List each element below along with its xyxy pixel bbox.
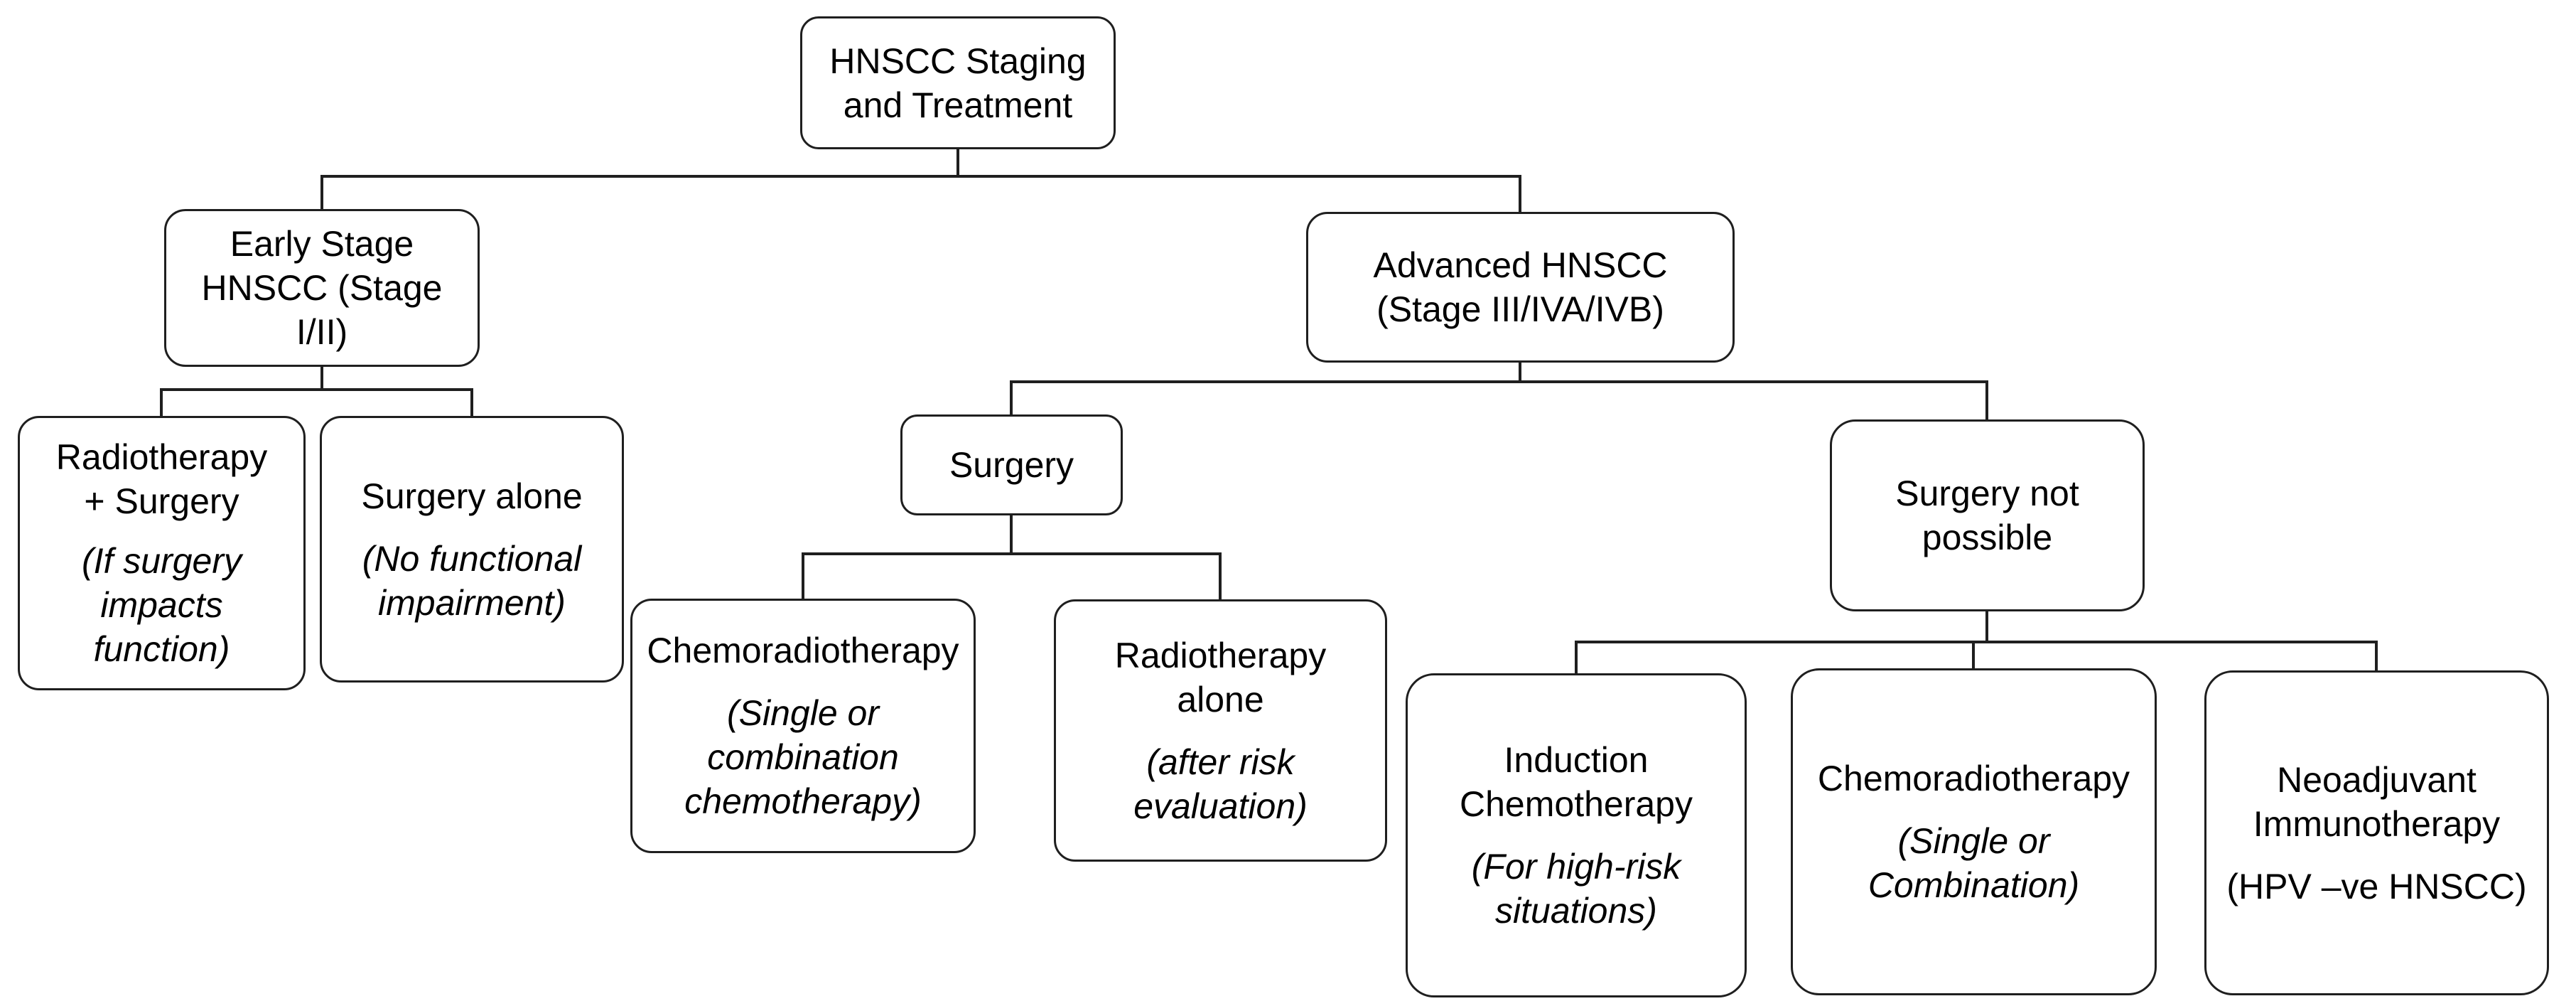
node-title: Advanced HNSCC (Stage III/IVA/IVB): [1373, 245, 1668, 329]
edge-drop-early-stage: [320, 175, 323, 212]
node-surgery: Surgery: [900, 414, 1123, 515]
node-title: Radiotherapy alone: [1114, 635, 1327, 719]
edge-surgery-not-possible-stem: [1985, 609, 1988, 643]
edge-root-bus: [320, 175, 1521, 178]
node-title: Induction Chemotherapy: [1460, 740, 1693, 824]
node-surgery-alone: Surgery alone (No functional impairment): [320, 416, 624, 683]
edge-root-stem: [956, 148, 959, 176]
node-title: Surgery not possible: [1895, 473, 2079, 557]
edge-drop-induction-chemotherapy: [1575, 641, 1578, 676]
node-note: (HPV –ve HNSCC): [2226, 866, 2527, 906]
node-chemoradiotherapy-post-surgery: Chemoradiotherapy (Single or combination…: [630, 599, 976, 853]
node-title: Surgery alone: [361, 476, 583, 516]
node-radiotherapy-alone: Radiotherapy alone (after risk evaluatio…: [1054, 599, 1387, 862]
node-title: Early Stage HNSCC (Stage I/II): [201, 224, 443, 352]
node-title: Chemoradiotherapy: [1817, 759, 2130, 798]
edge-drop-chemoradiotherapy-post-surgery: [802, 552, 804, 601]
edge-drop-radiotherapy-alone: [1219, 552, 1222, 602]
node-note: (Single or combination chemotherapy): [684, 693, 922, 821]
node-note: (If surgery impacts function): [81, 541, 242, 669]
node-title: Chemoradiotherapy: [647, 631, 959, 670]
edge-advanced-bus: [1010, 380, 1988, 383]
node-title: Surgery: [949, 445, 1074, 485]
node-title: Neoadjuvant Immunotherapy: [2253, 759, 2501, 844]
edge-surgery-stem: [1010, 513, 1013, 555]
node-note: (Single or Combination): [1868, 821, 2080, 905]
node-title: Radiotherapy + Surgery: [55, 437, 268, 521]
edge-drop-surgery: [1010, 380, 1013, 417]
node-neoadjuvant-immunotherapy: Neoadjuvant Immunotherapy (HPV –ve HNSCC…: [2204, 670, 2549, 995]
edge-drop-radiotherapy-surgery: [160, 388, 163, 419]
node-note: (For high-risk situations): [1471, 847, 1681, 931]
edge-early-bus: [160, 388, 473, 391]
node-hnscc-staging-and-treatment: HNSCC Staging and Treatment: [800, 16, 1116, 149]
node-title: HNSCC Staging and Treatment: [829, 41, 1087, 125]
node-note: (after risk evaluation): [1133, 742, 1308, 826]
node-radiotherapy-plus-surgery: Radiotherapy + Surgery (If surgery impac…: [18, 416, 306, 690]
node-note: (No functional impairment): [362, 538, 582, 623]
edge-drop-advanced: [1519, 175, 1521, 215]
edge-advanced-stem: [1519, 360, 1521, 383]
edge-drop-surgery-alone: [470, 388, 473, 419]
node-advanced-hnscc: Advanced HNSCC (Stage III/IVA/IVB): [1306, 212, 1735, 363]
edge-surgery-bus: [802, 552, 1222, 555]
edge-surgery-not-possible-bus: [1575, 641, 2378, 643]
node-chemoradiotherapy-unresectable: Chemoradiotherapy (Single or Combination…: [1791, 668, 2157, 995]
node-early-stage-hnscc: Early Stage HNSCC (Stage I/II): [164, 209, 480, 367]
edge-drop-chemoradiotherapy-unresectable: [1972, 641, 1975, 671]
edge-early-stem: [320, 364, 323, 391]
edge-drop-neoadjuvant-immunotherapy: [2375, 641, 2378, 673]
edge-drop-surgery-not-possible: [1985, 380, 1988, 422]
node-induction-chemotherapy: Induction Chemotherapy (For high-risk si…: [1406, 673, 1747, 997]
node-surgery-not-possible: Surgery not possible: [1830, 419, 2145, 611]
